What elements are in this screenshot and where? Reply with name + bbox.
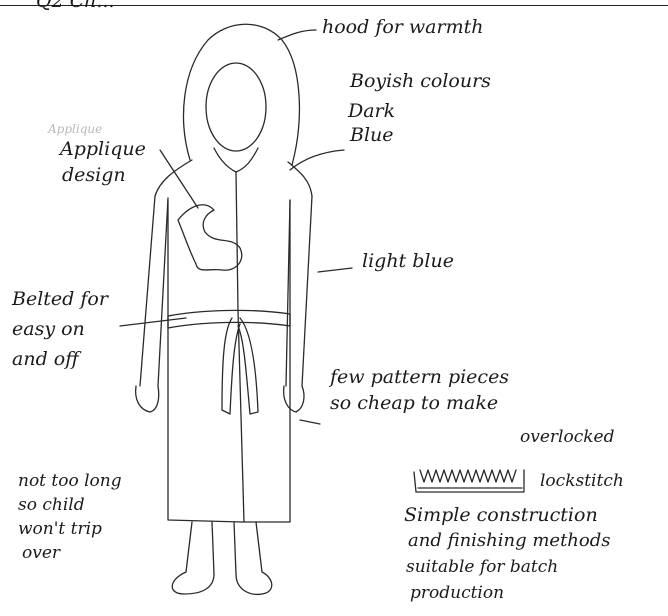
header-fragment: Q2 Ch... — [36, 0, 115, 12]
leader-belt — [120, 318, 186, 326]
shoulder-right — [288, 162, 312, 196]
face-outline — [206, 63, 266, 151]
foot-left — [172, 572, 214, 594]
colours-annotation-line2: Dark — [348, 100, 395, 122]
hood-annotation: hood for warmth — [322, 16, 483, 38]
not-long-annotation-line4: over — [22, 542, 60, 564]
applique-annotation-line2: design — [62, 164, 126, 186]
cuff-left — [136, 386, 159, 412]
not-long-annotation-line3: won't trip — [18, 518, 102, 540]
robe-right-edge — [242, 200, 290, 522]
not-long-annotation-line2: so child — [18, 494, 85, 516]
lockstitch-annotation: lockstitch — [540, 470, 624, 492]
belted-annotation-line1: Belted for — [12, 288, 108, 310]
cuff-right — [284, 386, 304, 412]
simple-construction-line4: production — [410, 582, 504, 604]
collar-right — [236, 148, 258, 172]
leg-right — [234, 522, 262, 574]
hood-outline — [184, 24, 300, 165]
leader-hood — [278, 30, 316, 40]
leg-left — [186, 522, 214, 574]
belt-knot — [222, 318, 240, 414]
simple-construction-line3: suitable for batch — [406, 556, 558, 578]
pattern-annotation-line1: few pattern pieces — [330, 366, 509, 388]
leader-pattern — [300, 420, 320, 424]
belted-annotation-line2: easy on — [12, 318, 85, 340]
leader-colours — [290, 150, 344, 170]
dragon-applique — [178, 205, 242, 270]
belted-annotation-line3: and off — [12, 348, 79, 370]
foot-right — [236, 572, 272, 594]
collar-left — [214, 148, 236, 172]
robe-left-edge — [168, 200, 242, 522]
simple-construction-line2: and finishing methods — [408, 530, 611, 552]
overlock-stitches — [420, 470, 516, 482]
applique-annotation-line1: Applique — [60, 138, 146, 160]
not-long-annotation-line1: not too long — [18, 470, 122, 492]
leader-light-blue — [318, 268, 352, 272]
light-blue-annotation: light blue — [362, 250, 454, 272]
simple-construction-line1: Simple construction — [404, 504, 598, 526]
colours-annotation-line1: Boyish colours — [350, 70, 491, 92]
sleeve-left — [140, 196, 168, 386]
pattern-annotation-line2: so cheap to make — [330, 392, 498, 414]
faint-scribble: Applique — [48, 118, 102, 140]
overlocked-annotation: overlocked — [520, 426, 614, 448]
colours-annotation-line3: Blue — [350, 124, 394, 146]
